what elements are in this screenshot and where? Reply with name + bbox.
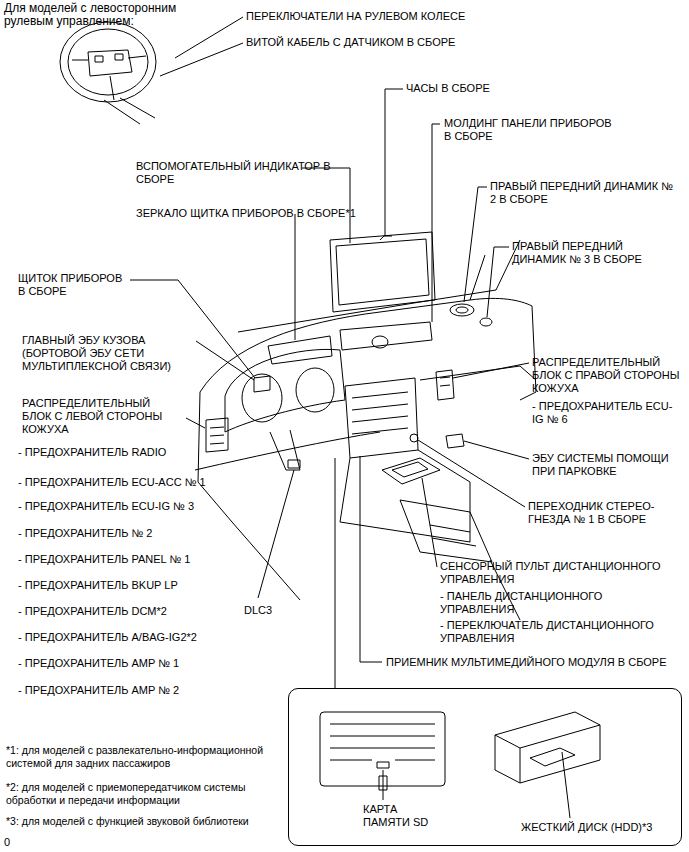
part-label: ГЛАВНЫЙ ЭБУ КУЗОВА (БОРТОВОЙ ЭБУ СЕТИ МУ… <box>22 334 187 373</box>
stereo-jack <box>410 434 418 442</box>
part-label: ВИТОЙ КАБЕЛЬ С ДАТЧИКОМ В СБОРЕ <box>246 36 455 49</box>
dlc3-connector <box>288 460 300 468</box>
part-label: КАРТА ПАМЯТИ SD <box>363 803 443 829</box>
part-label: ПЕРЕКЛЮЧАТЕЛИ НА РУЛЕВОМ КОЛЕСЕ <box>246 10 465 23</box>
rear-console <box>400 500 492 562</box>
part-label: ПРИЕМНИК МУЛЬТИМЕДИЙНОГО МОДУЛЯ В СБОРЕ <box>386 656 666 669</box>
part-label: - ПРЕДОХРАНИТЕЛЬ BKUP LP <box>18 579 178 592</box>
speaker-no2-cone <box>456 307 468 313</box>
part-label: СЕНСОРНЫЙ ПУЛЬТ ДИСТАНЦИОННОГО УПРАВЛЕНИ… <box>440 560 676 586</box>
part-label: ЩИТОК ПРИБОРОВ В СБОРЕ <box>18 272 130 298</box>
steering-wheel-rim <box>60 22 156 102</box>
remote-touch-pad <box>382 458 440 484</box>
part-label: ЖЕСТКИЙ ДИСК (HDD)*3 <box>521 821 652 834</box>
steering-wheel-rim-inner <box>68 29 148 95</box>
part-label: DLC3 <box>244 604 272 617</box>
part-label: ПРАВЫЙ ПЕРЕДНИЙ ДИНАМИК № 2 В СБОРЕ <box>490 180 682 206</box>
part-label: - ПРЕДОХРАНИТЕЛЬ ECU-IG № 3 <box>18 500 194 513</box>
footnote: *1: для моделей с развлекательно-информа… <box>6 744 291 770</box>
parking-assist-ecu <box>446 434 464 448</box>
footnote: *3: для моделей с функцией звуковой библ… <box>6 815 291 828</box>
part-label: - ПРЕДОХРАНИТЕЛЬ PANEL № 1 <box>18 553 190 566</box>
part-label: - ПРЕДОХРАНИТЕЛЬ ECU-IG № 6 <box>532 400 682 426</box>
part-label: ЭБУ СИСТЕМЫ ПОМОЩИ ПРИ ПАРКОВКЕ <box>532 452 682 478</box>
part-label: ПЕРЕХОДНИК СТЕРЕО-ГНЕЗДА № 1 В СБОРЕ <box>528 500 684 526</box>
part-label: - ПРЕДОХРАНИТЕЛЬ DCM*2 <box>18 605 167 618</box>
clock <box>380 236 392 240</box>
steering-column <box>270 430 300 470</box>
speaker-no2 <box>450 304 474 316</box>
footnote: 0 <box>4 836 10 849</box>
part-label: ЗЕРКАЛО ЩИТКА ПРИБОРОВ В СБОРЕ*1 <box>136 207 356 220</box>
part-label: - ПРЕДОХРАНИТЕЛЬ AMP № 1 <box>18 657 179 670</box>
faceplate-slots <box>330 724 435 760</box>
speaker-no3 <box>480 318 492 326</box>
part-label: - ПРЕДОХРАНИТЕЛЬ ECU-ACC № 1 <box>18 476 206 489</box>
dash-right-end <box>420 306 536 400</box>
wheel-switches <box>95 54 123 62</box>
gauge-left <box>242 374 282 422</box>
part-label: РАСПРЕДЕЛИТЕЛЬНЫЙ БЛОК С ПРАВОЙ СТОРОНЫ … <box>532 356 684 395</box>
meter-mirror <box>268 336 332 364</box>
part-label: МОЛДИНГ ПАНЕЛИ ПРИБОРОВ В СБОРЕ <box>444 117 619 143</box>
left-junction-block <box>206 418 228 452</box>
part-label: - ПРЕДОХРАНИТЕЛЬ AMP № 2 <box>18 684 179 697</box>
part-label: Для моделей с левосторонним рулевым упра… <box>4 2 184 28</box>
leader-lines <box>130 17 570 818</box>
inset-panel: КАРТА ПАМЯТИ SD ЖЕСТКИЙ ДИСК (HDD)*3 <box>288 688 682 846</box>
right-junction-block <box>436 370 454 400</box>
centre-stack <box>345 378 418 458</box>
gauge-right <box>296 368 334 412</box>
part-label: ЧАСЫ В СБОРЕ <box>406 82 490 95</box>
footnote: *2: для моделей с приемопередатчиком сис… <box>6 781 291 807</box>
part-label: - ПРЕДОХРАНИТЕЛЬ RADIO <box>18 446 166 459</box>
part-label: - ПРЕДОХРАНИТЕЛЬ A/BAG-IG2*2 <box>18 631 197 644</box>
hard-disk <box>530 748 575 766</box>
part-label: РАСПРЕДЕЛИТЕЛЬНЫЙ БЛОК С ЛЕВОЙ СТОРОНЫ К… <box>22 397 182 436</box>
dash-top-rear <box>238 240 520 332</box>
part-label: - ПАНЕЛЬ ДИСТАНЦИОННОГО УПРАВЛЕНИЯ <box>440 590 676 616</box>
steering-wheel-hub <box>72 50 155 124</box>
receiver-unit <box>495 712 600 783</box>
instrument-panel-molding <box>340 322 432 350</box>
centre-display <box>330 232 435 312</box>
part-label: ПРАВЫЙ ПЕРЕДНИЙ ДИНАМИК № 3 В СБОРЕ <box>512 240 667 266</box>
part-label: - ПЕРЕКЛЮЧАТЕЛЬ ДИСТАНЦИОННОГО УПРАВЛЕНИ… <box>440 619 676 645</box>
dash-top-front <box>200 298 532 392</box>
part-label: - ПРЕДОХРАНИТЕЛЬ № 2 <box>18 527 152 540</box>
part-label: ВСПОМОГАТЕЛЬНЫЙ ИНДИКАТОР В СБОРЕ <box>136 160 331 186</box>
main-body-ecu <box>254 376 270 392</box>
